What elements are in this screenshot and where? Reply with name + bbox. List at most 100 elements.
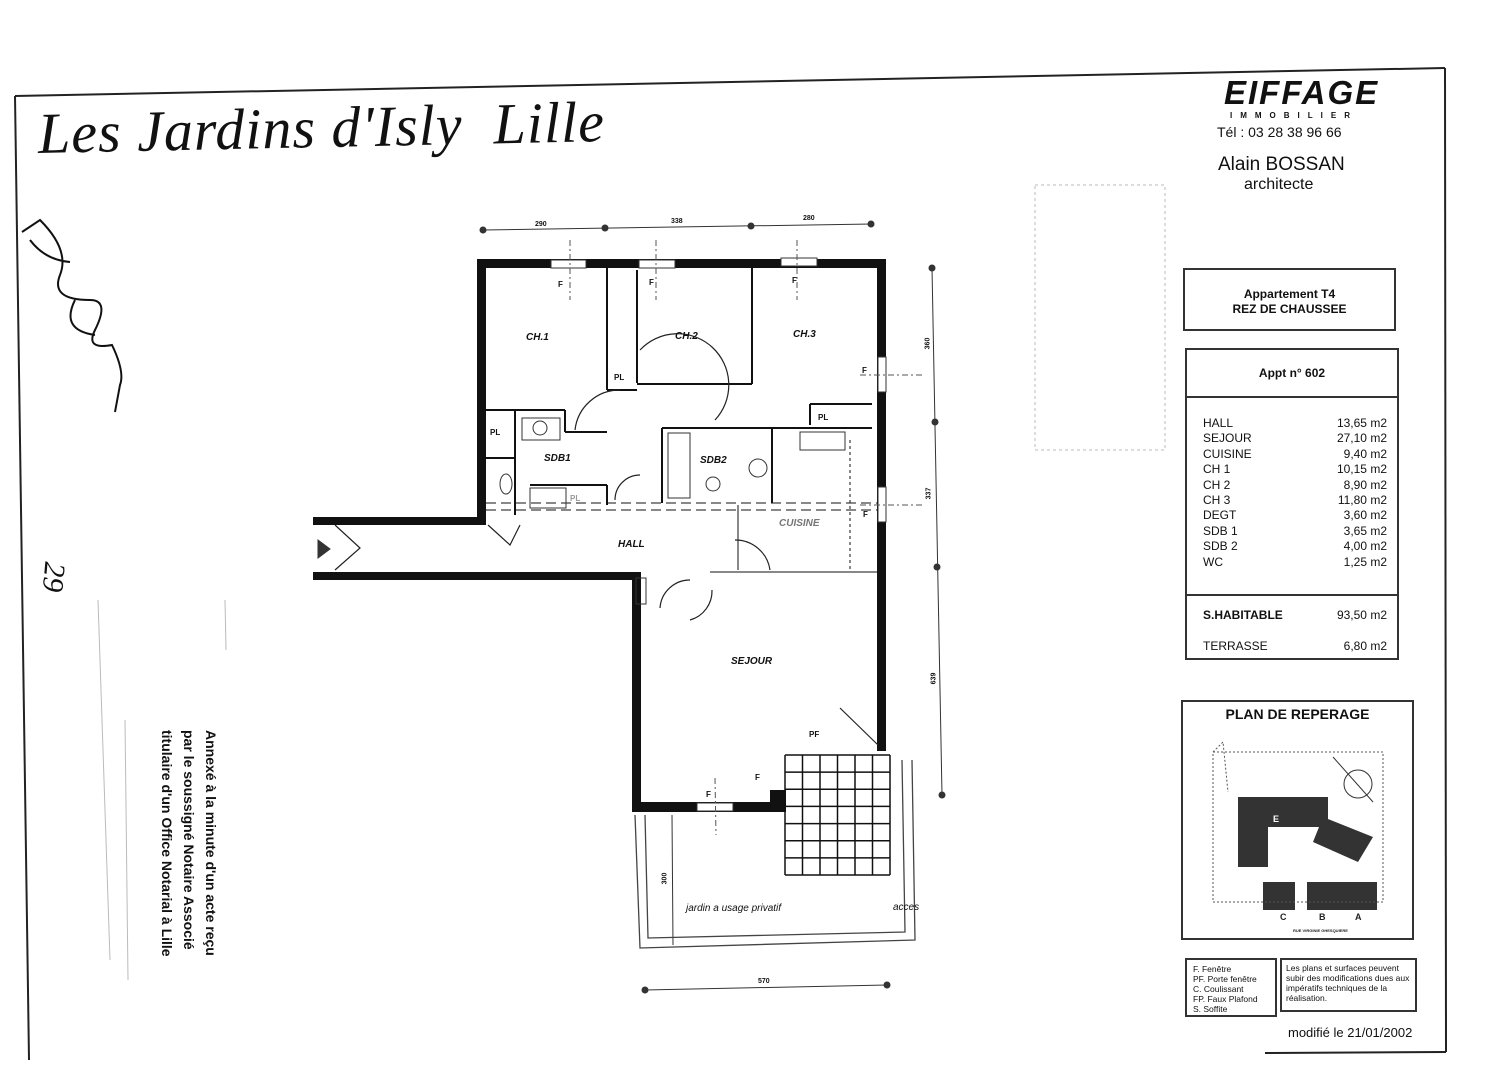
total-name: S.HABITABLE — [1203, 608, 1283, 622]
window-mark: F — [755, 773, 760, 782]
dimension-label: 338 — [671, 218, 683, 225]
margin-marks — [97, 599, 227, 981]
room-label-ch3: CH.3 — [793, 329, 816, 340]
apartment-floor: REZ DE CHAUSSEE — [1232, 302, 1347, 316]
room-area: 1,25 m2 — [1343, 554, 1387, 569]
notary-annex-text: Annexé à la minute d'un acte reçu par le… — [156, 730, 222, 970]
stamp-imprint — [1034, 184, 1166, 451]
building-label: B — [1319, 912, 1326, 922]
room-area: 3,60 m2 — [1343, 508, 1387, 523]
partitions — [486, 268, 877, 573]
location-plan-title: PLAN DE REPERAGE — [1225, 706, 1370, 722]
room-name: SDB 2 — [1203, 539, 1238, 554]
room-label-ch1: CH.1 — [526, 332, 549, 343]
site-map: E D F C B A RUE VIRGINIE GHESQUIERE — [1212, 740, 1384, 933]
closet-mark: PL — [570, 494, 581, 503]
dimension-label: 360 — [924, 337, 932, 350]
room-label-ch2: CH.2 — [675, 331, 698, 342]
legend-item: S. Soffite — [1193, 1004, 1228, 1014]
company-subtitle: IMMOBILIER — [1230, 111, 1358, 120]
architect-name: Alain BOSSAN — [1218, 154, 1345, 175]
room-name: SDB 1 — [1203, 523, 1238, 538]
signature — [21, 218, 123, 413]
axis-lines — [569, 240, 925, 836]
location-plan: PLAN DE REPERAGE E D F C B A RUE VIRGINI… — [1181, 700, 1414, 940]
page-frame — [14, 67, 1447, 1061]
disclaimer-note: Les plans et surfaces peuvent subir des … — [1280, 958, 1417, 1012]
room-area: 3,65 m2 — [1343, 523, 1387, 538]
building-label: E — [1273, 814, 1279, 824]
room-name: HALL — [1203, 416, 1234, 430]
legend-item: F. Fenêtre — [1193, 964, 1232, 974]
total-name: TERRASSE — [1203, 639, 1268, 653]
room-label-sdb1: SDB1 — [544, 453, 571, 464]
table-row: CH 3 11,80 m2 — [1203, 493, 1387, 508]
apartment-type-box: Appartement T4 REZ DE CHAUSSEE — [1183, 268, 1396, 331]
company-logo: EIFFAGE — [1224, 74, 1380, 111]
room-area: 8,90 m2 — [1343, 477, 1387, 492]
notary-line: titulaire d'un Office Notarial à Lille — [159, 730, 175, 957]
window-mark: F — [706, 790, 711, 799]
architect-role: architecte — [1244, 176, 1314, 193]
terrace-grid — [784, 754, 891, 876]
legend: F. Fenêtre PF. Porte fenêtre C. Coulissa… — [1185, 958, 1277, 1017]
window-mark: F — [649, 278, 654, 287]
french-window-mark: PF — [809, 730, 820, 739]
room-name: CH 3 — [1203, 493, 1231, 508]
table-row: HALL 13,65 m2 — [1203, 416, 1387, 431]
closet-mark: PL — [614, 373, 625, 382]
building-label: C — [1280, 912, 1287, 922]
door-swings — [334, 333, 879, 746]
garden-label: jardin a usage privatif — [686, 903, 782, 914]
company-phone: Tél : 03 28 38 96 66 — [1217, 124, 1342, 140]
garden-hedge — [634, 759, 916, 949]
total-row: TERRASSE 6,80 m2 — [1203, 631, 1387, 662]
total-area: 6,80 m2 — [1343, 639, 1387, 653]
dimension-label: 280 — [803, 215, 815, 222]
room-name: SEJOUR — [1203, 431, 1252, 446]
building-label: D — [1270, 836, 1277, 846]
windows — [550, 257, 887, 812]
room-area: 11,80 m2 — [1337, 493, 1387, 508]
room-area: 4,00 m2 — [1343, 539, 1387, 554]
room-name: CH 1 — [1203, 462, 1231, 477]
room-area: 13,65 m2 — [1336, 416, 1387, 430]
table-row: SDB 2 4,00 m2 — [1203, 539, 1387, 554]
room-label-sejour: SEJOUR — [731, 656, 773, 667]
room-label-cuisine: CUISINE — [779, 518, 820, 529]
document-title: Les Jardins d'Isly Lille — [37, 89, 606, 166]
room-label-sdb2: SDB2 — [700, 455, 727, 466]
dimension-label: 639 — [930, 672, 938, 685]
notary-line: par le soussigné Notaire Associé — [181, 730, 197, 950]
access-label: acces — [893, 902, 920, 913]
closet-mark: PL — [490, 428, 501, 437]
window-mark: F — [792, 276, 797, 285]
modified-date: modifié le 21/01/2002 — [1288, 1025, 1413, 1040]
closet-mark: PL — [818, 413, 829, 422]
building-label: F — [1305, 832, 1311, 842]
fixtures — [317, 417, 846, 605]
table-row: DEGT 3,60 m2 — [1203, 508, 1387, 523]
building-label: A — [1355, 912, 1362, 922]
dimension-lines — [479, 220, 946, 994]
dimension-label: 290 — [535, 221, 547, 228]
total-area: 93,50 m2 — [1336, 608, 1387, 622]
window-mark: F — [863, 510, 868, 519]
room-name: WC — [1203, 554, 1223, 569]
room-name: DEGT — [1203, 508, 1237, 523]
room-area: 27,10 m2 — [1336, 431, 1387, 446]
room-name: CUISINE — [1203, 446, 1252, 461]
legend-item: C. Coulissant — [1193, 984, 1244, 994]
north-arrow-icon — [1332, 756, 1374, 803]
window-mark: F — [862, 366, 867, 375]
notary-line: Annexé à la minute d'un acte reçu — [203, 730, 219, 956]
street-label: RUE VIRGINIE GHESQUIERE — [1293, 928, 1348, 933]
legend-item: PF. Porte fenêtre — [1193, 974, 1257, 984]
legend-item: FP. Faux Plafond — [1193, 994, 1258, 1004]
apartment-type: Appartement T4 — [1243, 287, 1336, 301]
table-row: WC 1,25 m2 — [1203, 555, 1387, 570]
